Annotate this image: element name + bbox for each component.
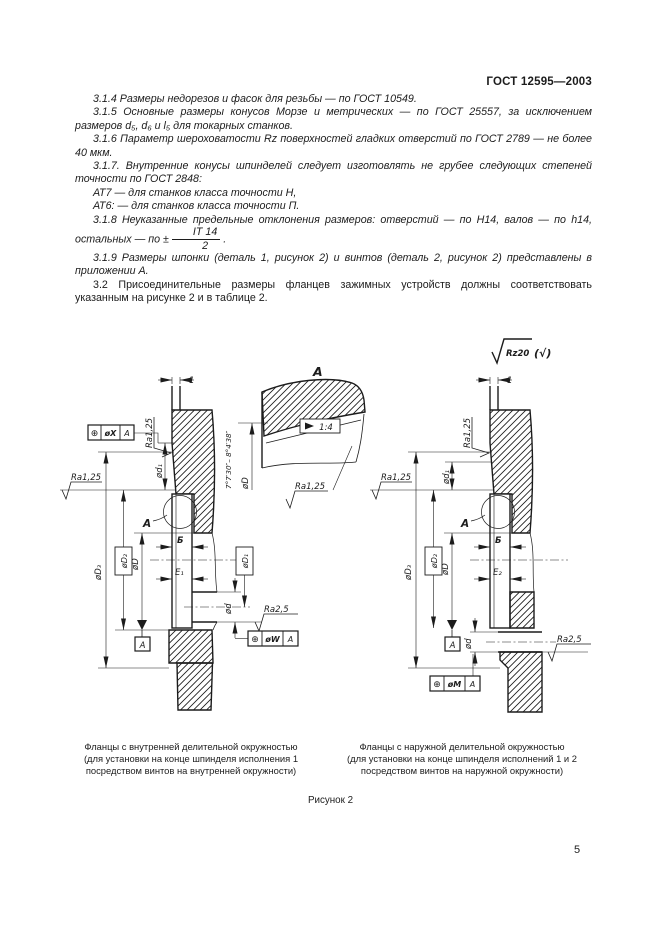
dim-face-left: 1 [189,376,194,386]
ra125-label: Ra1,25 [145,418,155,448]
datum-label: A [139,641,146,651]
position-frame-m: ⊕ øM A [429,675,481,692]
caption-line: посредством винтов на внутренней окружно… [85,765,297,777]
ra125-label: Ra1,25 [463,418,473,448]
paragraph-3-2: 3.2 Присоединительные размеры фланцев за… [75,278,592,305]
paragraph-3-1-8: 3.1.8 Неуказанные предельные отклонения … [75,214,592,252]
dim-oD1-left: øD₁ [241,554,250,569]
dim-od1-right: ød₁ [442,470,452,485]
paragraph-at7: АТ7 — для станков класса точности Н, [93,186,297,199]
datum-a-right: A [444,620,461,652]
left-dimensions [60,377,262,669]
frame-value: øW [264,635,280,644]
ra125-label: Ra1,25 [295,482,325,492]
position-symbol-icon: ⊕ [433,680,441,690]
position-symbol-icon: ⊕ [251,635,259,645]
figure-caption: Рисунок 2 [307,795,354,806]
dim-od1-left: ød₁ [155,464,165,479]
figure-2-drawing: Rz20 (√) [60,338,591,713]
detail-oD-label: øD [241,477,251,490]
taper-value: 1:4 [319,423,333,433]
detail-view-a: A 1:4 Ra1,25 [224,364,366,510]
detail-angle-range: 7°7′30″– 8°4′38″ [224,430,233,489]
body-text: 3.1.4 Размеры недорезов и фасок для резь… [75,93,592,306]
right-ra125-face-mark: Ra1,25 [371,473,412,501]
dim-od-left: ød [224,603,234,615]
dim-oD-right: øD [441,563,451,576]
position-frame-x: ⊕ øX A [87,424,135,441]
caption-left-view: Фланцы с внутренней делительной окружнос… [60,741,322,778]
ra125-label: Ra1,25 [71,473,101,483]
dim-E1-left: Е₁ [175,568,184,578]
caption-line: (для установки на конце шпинделя исполне… [83,753,299,765]
paragraph-3-1-9: 3.1.9 Размеры шпонки (деталь 1, рисунок … [75,252,592,278]
dim-oD-left: øD [131,558,141,571]
dim-oD3-left: øD₃ [94,564,104,581]
ra125-label: Ra1,25 [381,473,411,483]
datum-label: A [449,641,456,651]
paragraph-3-1-6: 3.1.6 Параметр шероховатости Rz поверхно… [75,133,592,159]
position-frame-w: ⊕ øW A [247,630,299,647]
rz20-label: Rz20 [506,349,529,359]
fraction-numerator: IT 14 [171,227,221,241]
flange-view-left: øD₃ øD₂ øD ød₁ ød øD₁ 1 Б Е₁ Ra1,25 Ra1,… [60,376,299,711]
caption-line: (для установки на конце шпинделя исполне… [347,753,577,765]
dim-oD2-right: øD₂ [430,553,439,569]
right-ra125-stem-mark: Ra1,25 [463,417,491,458]
detail-ref-right: A [460,518,469,530]
frame-datum: A [123,429,129,438]
datum-a-left: A [134,620,151,652]
caption-line: Фланцы с наружной делительной окружность… [359,741,565,752]
dim-B-left: Б [177,536,184,546]
paragraph-3-1-5: 3.1.5 Основные размеры конусов Морзе и м… [75,106,592,132]
dim-E2-right: Е₂ [493,568,502,578]
p318-period: . [223,233,227,246]
standard-number: ГОСТ 12595—2003 [486,76,592,88]
roughness-paren-icon: (√) [534,347,551,360]
left-ra125-stem-mark: Ra1,25 [145,417,173,458]
position-symbol-icon: ⊕ [91,429,99,439]
caption-line: Фланцы с внутренней делительной окружнос… [84,741,298,752]
detail-outline [238,378,366,491]
detail-title: A [312,364,323,379]
taper-symbol-icon [305,422,314,430]
frame-datum: A [287,635,293,644]
p318-text: 3.1.8 Неуказанные предельные отклонения … [75,213,592,246]
caption-right-view: Фланцы с наружной делительной окружность… [328,741,596,778]
right-dimensions [370,377,588,676]
flange-view-right: øD₃ øD₂ øD ød₁ ød 1 Б Е₂ Ra1,25 Ra1,25 R… [370,376,591,713]
left-flange-outline [150,386,250,711]
caption-line: посредством винтов на наружной окружност… [360,765,564,777]
paragraph-at6: АТ6: — для станков класса точности П. [93,200,300,213]
detail-ra125-mark: Ra1,25 [285,482,328,510]
dim-oD3-right: øD₃ [404,564,414,581]
frame-datum: A [469,680,475,689]
frame-value: øM [447,680,461,689]
paragraph-3-1-4: 3.1.4 Размеры недорезов и фасок для резь… [93,93,417,105]
dim-oD2-left: øD₂ [120,553,129,569]
detail-ref-left: A [142,518,151,530]
page-number: 5 [574,844,581,856]
ra25-label: Ra2,5 [264,605,289,615]
left-ra125-face-mark: Ra1,25 [61,473,102,501]
frame-value: øX [104,429,117,438]
left-ra25-mark: Ra2,5 [254,605,298,633]
dim-od-right: ød [464,638,474,650]
right-ra25-mark: Ra2,5 [547,635,591,663]
fraction-denominator: 2 [202,240,209,253]
right-flange-outline [470,386,568,713]
dim-B-right: Б [495,536,502,546]
dim-face-right: 1 [507,376,512,386]
ra25-label: Ra2,5 [557,635,582,645]
general-roughness-mark: Rz20 (√) [491,338,551,366]
paragraph-3-1-7: 3.1.7. Внутренние конусы шпинделей следу… [75,160,592,186]
taper-callout: 1:4 [299,418,341,434]
